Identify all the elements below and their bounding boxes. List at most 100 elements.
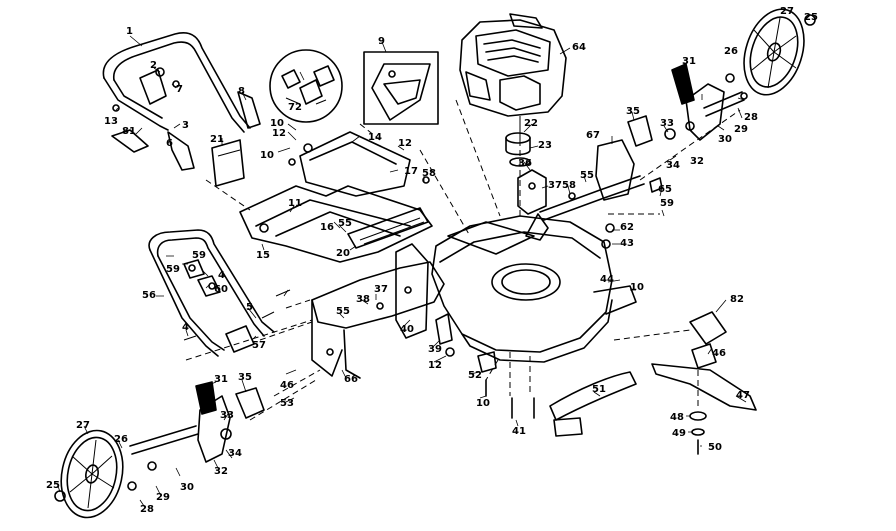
left-front-wheel (54, 429, 124, 519)
callout-31b: 31 (214, 374, 228, 385)
callout-33b: 33 (220, 410, 234, 421)
callout-65: 65 (658, 184, 672, 195)
callout-29a: 29 (734, 124, 748, 135)
callout-51: 51 (592, 384, 606, 395)
callout-2: 2 (150, 60, 157, 71)
callout-10c: 10 (630, 282, 644, 293)
callout-33a: 33 (660, 118, 674, 129)
callout-48: 48 (670, 412, 684, 423)
callout-8: 8 (238, 86, 245, 97)
lower-handle (148, 229, 291, 357)
callout-53: 53 (280, 398, 294, 409)
rear-axle-assembly (539, 139, 663, 249)
callout-1: 1 (126, 26, 133, 37)
right-rear-wheel (743, 8, 816, 96)
callout-34b: 34 (228, 448, 242, 459)
callout-43: 43 (620, 238, 634, 249)
callout-64: 64 (572, 42, 586, 53)
callout-59b: 59 (192, 250, 206, 261)
callout-36: 36 (518, 158, 532, 169)
callout-12c: 12 (428, 360, 442, 371)
callout-46a: 46 (280, 380, 294, 391)
callout-47: 47 (736, 390, 750, 401)
upper-handle (102, 32, 261, 171)
callout-57: 57 (252, 340, 266, 351)
callout-5: 5 (246, 302, 253, 313)
callout-59c: 59 (166, 264, 180, 275)
callout-58b: 58 (562, 180, 576, 191)
callout-25a: 25 (804, 12, 818, 23)
callout-10d: 10 (476, 398, 490, 409)
callout-26a: 26 (724, 46, 738, 57)
mower-deck (431, 215, 637, 363)
callout-66: 66 (344, 374, 358, 385)
mounting-plate (211, 139, 245, 187)
callout-37b: 37 (374, 284, 388, 295)
callout-82: 82 (730, 294, 744, 305)
bracket-detail-callout (269, 49, 343, 123)
callout-59: 59 (660, 198, 674, 209)
callout-28a: 28 (744, 112, 758, 123)
callout-13: 13 (104, 116, 118, 127)
callout-50: 50 (708, 442, 722, 453)
callout-10b: 10 (260, 150, 274, 161)
callout-34a: 34 (666, 160, 680, 171)
right-height-adjuster (627, 63, 748, 147)
drive-bracket (517, 169, 549, 241)
callout-15: 15 (256, 250, 270, 261)
callout-58a: 58 (422, 168, 436, 179)
callout-32a: 32 (690, 156, 704, 167)
callout-81: 81 (122, 126, 136, 137)
callout-35a: 35 (626, 106, 640, 117)
callout-31a: 31 (682, 56, 696, 67)
callout-38: 38 (356, 294, 370, 305)
callout-11: 11 (288, 198, 302, 209)
callout-21: 21 (210, 134, 224, 145)
callout-16: 16 (320, 222, 334, 233)
callout-55c: 55 (336, 306, 350, 317)
callout-9: 9 (378, 36, 385, 47)
callout-7: 7 (176, 84, 183, 95)
rear-deflector-frame (239, 131, 433, 263)
engine-bracket-detail (363, 51, 439, 125)
front-axle-assembly (311, 243, 455, 379)
callout-20: 20 (336, 248, 350, 259)
callout-6: 6 (166, 138, 173, 149)
left-height-adjuster (127, 381, 265, 491)
callout-49: 49 (672, 428, 686, 439)
callout-12a: 12 (272, 128, 286, 139)
callout-52: 52 (468, 370, 482, 381)
callout-17: 17 (404, 166, 418, 177)
assembly-lines (185, 99, 741, 421)
callout-40: 40 (400, 324, 414, 335)
callout-10a: 10 (270, 118, 284, 129)
callout-41: 41 (512, 426, 526, 437)
callout-4b: 4 (182, 322, 189, 333)
callout-14: 14 (368, 132, 382, 143)
callout-44: 44 (600, 274, 614, 285)
callout-32b: 32 (214, 466, 228, 477)
callout-4a: 4 (218, 270, 225, 281)
callout-27b: 27 (76, 420, 90, 431)
leader-lines (57, 35, 747, 507)
callout-60: 60 (214, 284, 228, 295)
callout-30b: 30 (180, 482, 194, 493)
blade-assembly (651, 311, 757, 455)
callout-27a: 27 (780, 6, 794, 17)
callout-30a: 30 (718, 134, 732, 145)
callout-62: 62 (620, 222, 634, 233)
baffle-pieces (477, 351, 637, 437)
callout-35b: 35 (238, 372, 252, 383)
engine (459, 13, 567, 140)
callout-55a: 55 (338, 218, 352, 229)
callout-22: 22 (524, 118, 538, 129)
callout-39: 39 (428, 344, 442, 355)
callout-25b: 25 (46, 480, 60, 491)
callout-72: 72 (288, 102, 302, 113)
callout-labels: 1 2 7 8 13 81 3 6 21 72 9 10 12 10 14 12… (46, 6, 818, 515)
callout-67: 67 (586, 130, 600, 141)
callout-26b: 26 (114, 434, 128, 445)
callout-37a: 37 (548, 180, 562, 191)
callout-12b: 12 (398, 138, 412, 149)
